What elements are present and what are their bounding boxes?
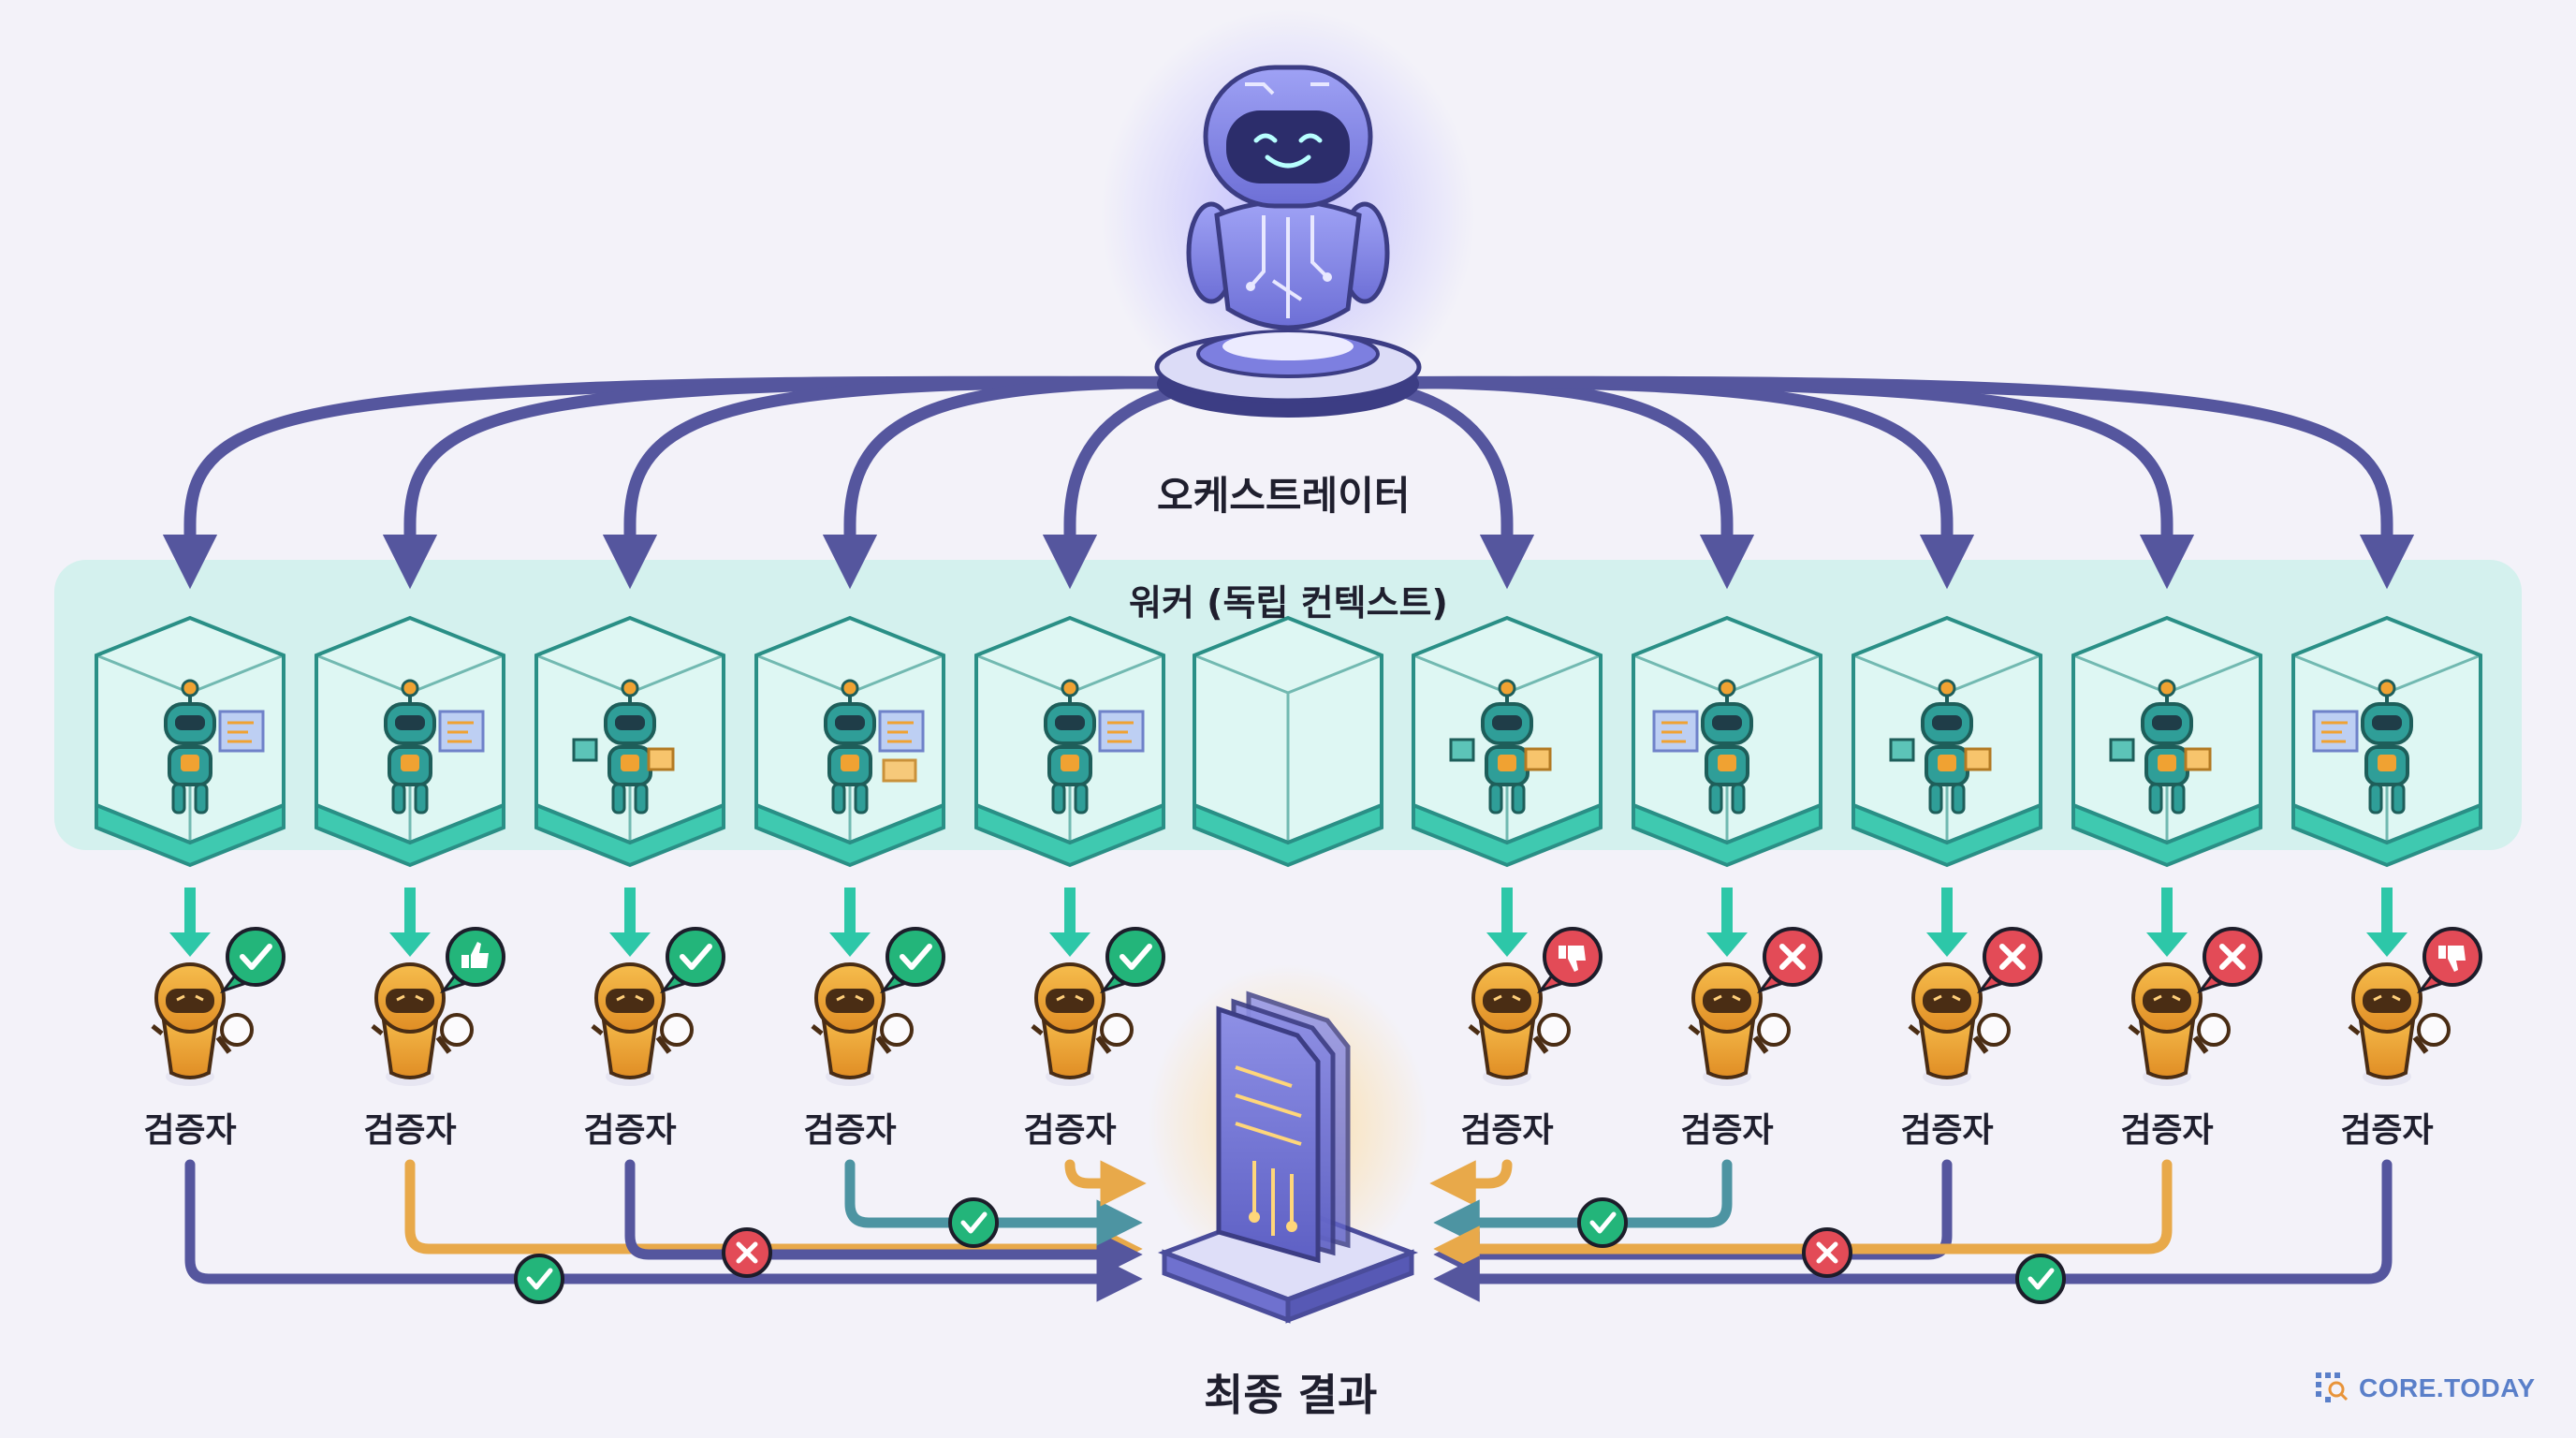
final-result-icon — [1148, 964, 1428, 1324]
verifier-result-path — [844, 1159, 1143, 1246]
orchestrator-robot — [1101, 9, 1475, 421]
verifier-result-path — [1433, 1159, 1953, 1278]
worker-arrowhead — [1486, 932, 1528, 957]
verifier-label: 검증자 — [143, 1111, 237, 1150]
worker-cube — [1193, 615, 1383, 868]
thumbs-up-icon — [439, 927, 505, 993]
verifier-result-path — [1064, 1159, 1147, 1207]
check-icon — [879, 927, 945, 993]
worker-robot — [824, 679, 925, 814]
worker-robot — [1044, 679, 1145, 814]
cross-icon — [1976, 927, 2042, 993]
worker-robot — [2109, 679, 2212, 814]
worker-arrowhead — [829, 932, 871, 957]
verifier-result-path — [1433, 1159, 2173, 1272]
verifier-result-path — [1429, 1159, 1513, 1207]
worker-arrowhead — [2366, 932, 2408, 957]
verifier-label: 검증자 — [2120, 1111, 2214, 1150]
thumbs-down-icon — [1536, 927, 1603, 993]
verifier-robot — [2348, 962, 2451, 1086]
verifier-label: 검증자 — [1900, 1111, 1994, 1150]
orchestrator-label: 오케스트레이터 — [1157, 473, 1411, 519]
worker-to-verifier-arrows — [169, 888, 2408, 957]
worker-cube — [1632, 615, 1822, 868]
worker-arrowhead — [1049, 932, 1090, 957]
worker-arrowhead — [1926, 932, 1968, 957]
path-cross-icon — [1802, 1227, 1852, 1278]
verifier-label: 검증자 — [363, 1111, 457, 1150]
worker-cube — [974, 615, 1165, 868]
verifier-result-path — [184, 1159, 1143, 1302]
path-cross-icon — [722, 1227, 772, 1278]
verifier-robot — [591, 962, 694, 1086]
verifier-robot — [371, 962, 474, 1086]
worker-arrowhead — [389, 932, 431, 957]
worker-cube — [2291, 615, 2482, 868]
verifier-robot — [151, 962, 254, 1086]
path-check-icon — [2015, 1254, 2066, 1304]
verifier-robot — [1031, 962, 1134, 1086]
brand-logo-icon — [2316, 1372, 2349, 1402]
brand-logo: CORE.TODAY — [2316, 1372, 2536, 1404]
worker-cube — [1852, 615, 2042, 868]
verifier-robot — [1908, 962, 2011, 1086]
worker-robot — [572, 679, 675, 814]
worker-robot — [1652, 679, 1753, 814]
verifier-label: 검증자 — [583, 1111, 677, 1150]
worker-arrowhead — [609, 932, 651, 957]
verifier-robot — [1468, 962, 1571, 1086]
worker-cube — [95, 615, 285, 868]
verifier-label: 검증자 — [1680, 1111, 1774, 1150]
cross-icon — [1756, 927, 1822, 993]
worker-robot — [384, 679, 485, 814]
worker-robot — [1889, 679, 1992, 814]
brand-logo-text: CORE.TODAY — [2359, 1373, 2536, 1402]
path-check-icon — [948, 1197, 999, 1248]
orchestrator-arrows — [162, 375, 2415, 590]
verifier-result-path — [624, 1159, 1143, 1278]
worker-arrowhead — [169, 932, 211, 957]
worker-cubes — [95, 615, 2482, 868]
worker-cube — [534, 615, 725, 868]
verifier-robot — [1688, 962, 1791, 1086]
path-check-icon — [1577, 1197, 1628, 1248]
worker-cube — [315, 615, 505, 868]
verifier-label: 검증자 — [1460, 1111, 1554, 1150]
cross-icon — [2196, 927, 2262, 993]
worker-cube — [2071, 615, 2262, 868]
verifier-robot — [2128, 962, 2231, 1086]
verifier-label: 검증자 — [803, 1111, 897, 1150]
thumbs-down-icon — [2416, 927, 2482, 993]
final-result-label: 최종 결과 — [1204, 1370, 1378, 1420]
worker-robot — [1449, 679, 1552, 814]
worker-robot — [164, 679, 265, 814]
worker-cube — [754, 615, 945, 868]
verifier-label: 검증자 — [1023, 1111, 1117, 1150]
verifier-to-result-paths — [184, 1159, 2393, 1304]
verifier-result-path — [1433, 1159, 1733, 1246]
verifier-robots — [151, 927, 2482, 1086]
worker-arrowhead — [1706, 932, 1748, 957]
workers-label: 워커 (독립 컨텍스트) — [1129, 582, 1448, 624]
worker-robot — [2312, 679, 2413, 814]
check-icon — [659, 927, 725, 993]
worker-cube — [1412, 615, 1603, 868]
check-icon — [219, 927, 285, 993]
verifier-result-path — [404, 1159, 1143, 1272]
verifier-result-path — [1433, 1159, 2393, 1302]
worker-arrowhead — [2146, 932, 2188, 957]
verifier-robot — [811, 962, 914, 1086]
path-check-icon — [514, 1254, 564, 1304]
orchestrator-arrow — [1281, 375, 2415, 590]
verifier-label: 검증자 — [2340, 1111, 2434, 1150]
check-icon — [1099, 927, 1165, 993]
